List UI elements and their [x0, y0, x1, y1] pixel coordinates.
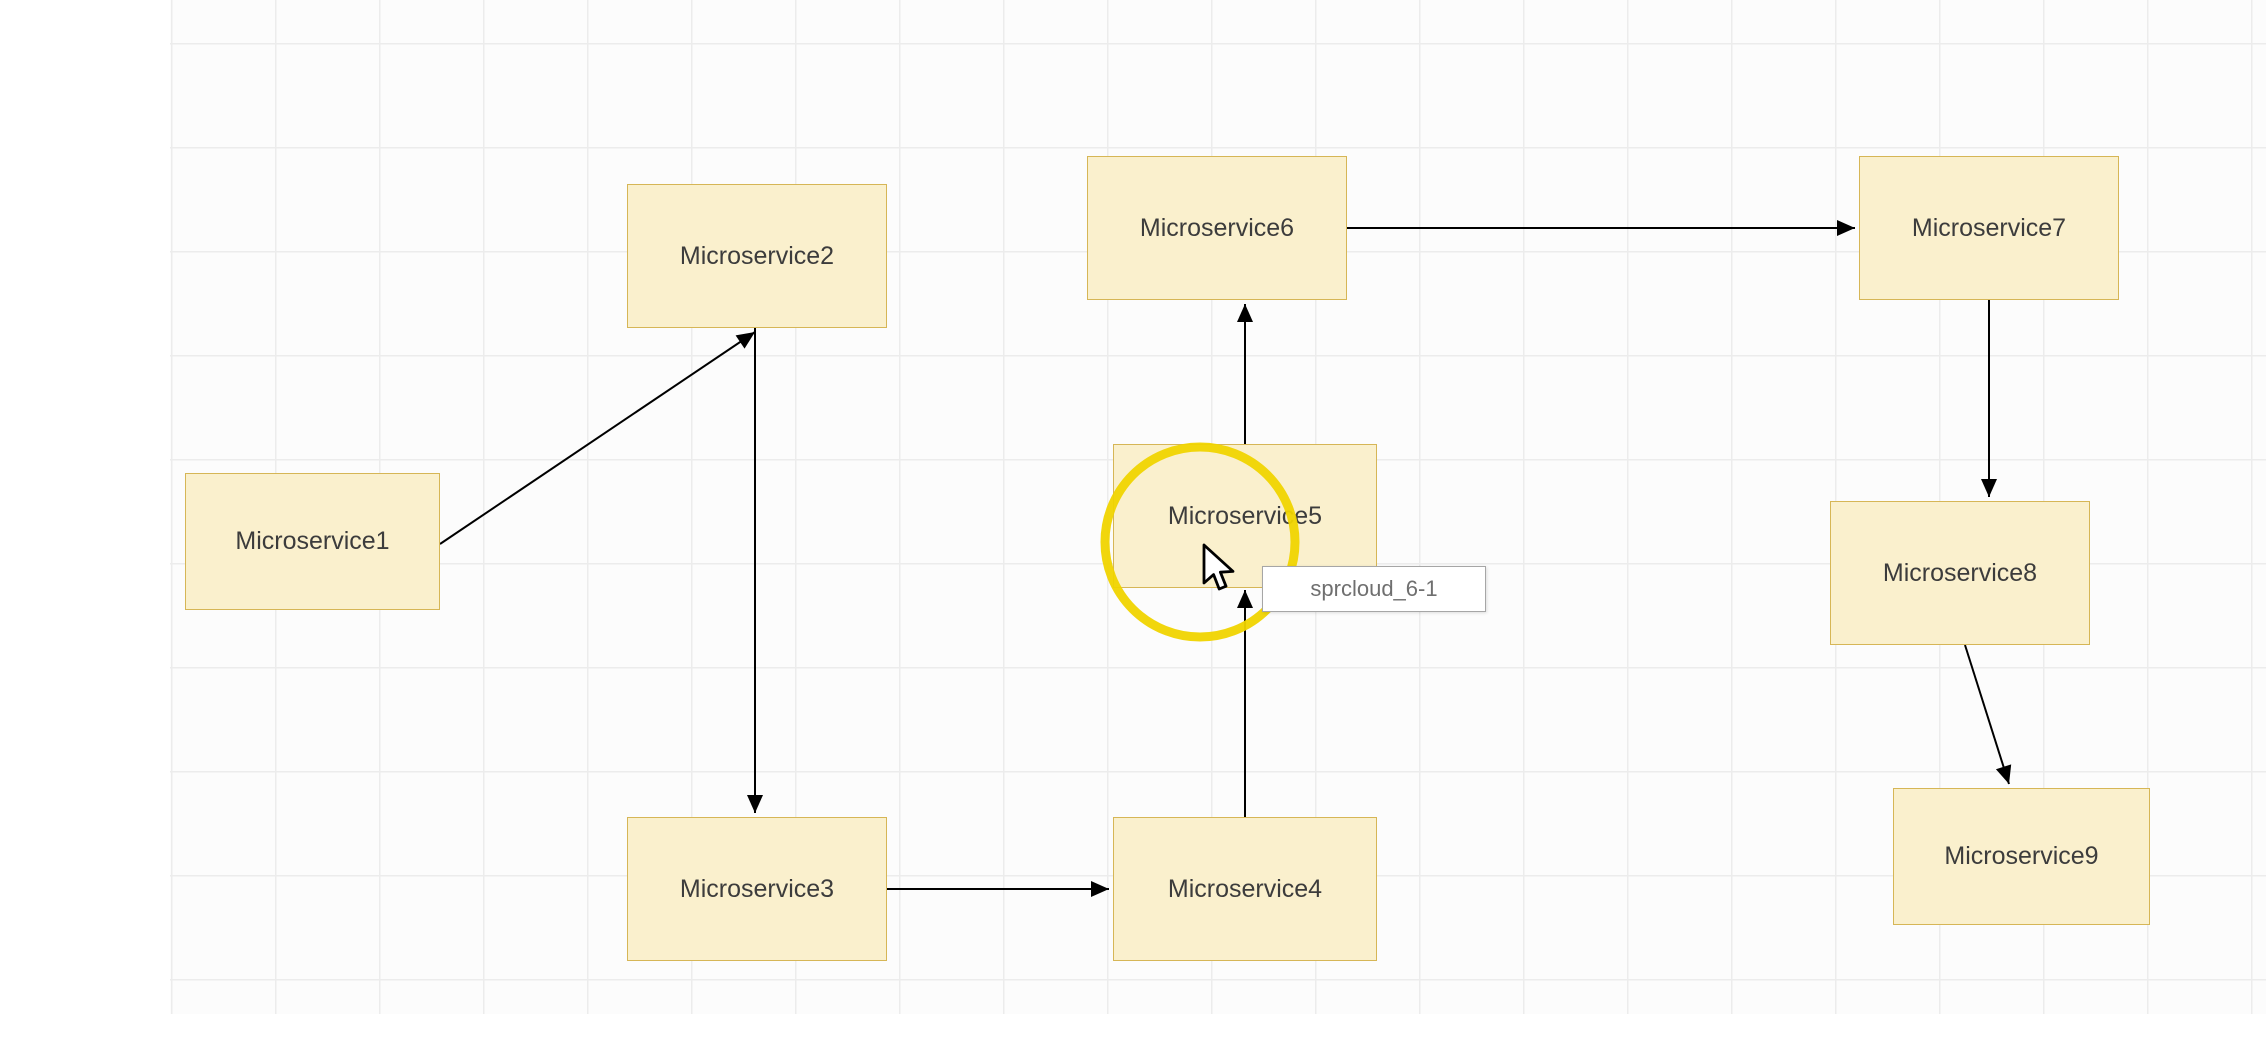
node-label: Microservice4 — [1167, 874, 1323, 903]
node-microservice9[interactable]: Microservice9 — [1893, 788, 2150, 925]
node-label: Microservice6 — [1139, 213, 1295, 242]
node-microservice3[interactable]: Microservice3 — [627, 817, 887, 961]
node-label: Microservice5 — [1167, 501, 1323, 530]
node-microservice4[interactable]: Microservice4 — [1113, 817, 1377, 961]
node-microservice6[interactable]: Microservice6 — [1087, 156, 1347, 300]
node-label: Microservice9 — [1944, 842, 2099, 870]
canvas-bottom-margin — [0, 1014, 2266, 1042]
node-label: Microservice8 — [1882, 558, 2038, 587]
node-label: Microservice2 — [679, 241, 835, 270]
node-label: Microservice1 — [235, 527, 390, 555]
tooltip: sprcloud_6-1 — [1262, 566, 1486, 612]
node-label: Microservice7 — [1911, 213, 2067, 242]
node-microservice8[interactable]: Microservice8 — [1830, 501, 2090, 645]
node-microservice7[interactable]: Microservice7 — [1859, 156, 2119, 300]
canvas-left-margin — [0, 0, 170, 1042]
tooltip-text: sprcloud_6-1 — [1310, 576, 1438, 601]
node-label: Microservice3 — [679, 874, 835, 903]
node-microservice2[interactable]: Microservice2 — [627, 184, 887, 328]
node-microservice1[interactable]: Microservice1 — [185, 473, 440, 610]
cursor-icon — [1202, 543, 1235, 591]
